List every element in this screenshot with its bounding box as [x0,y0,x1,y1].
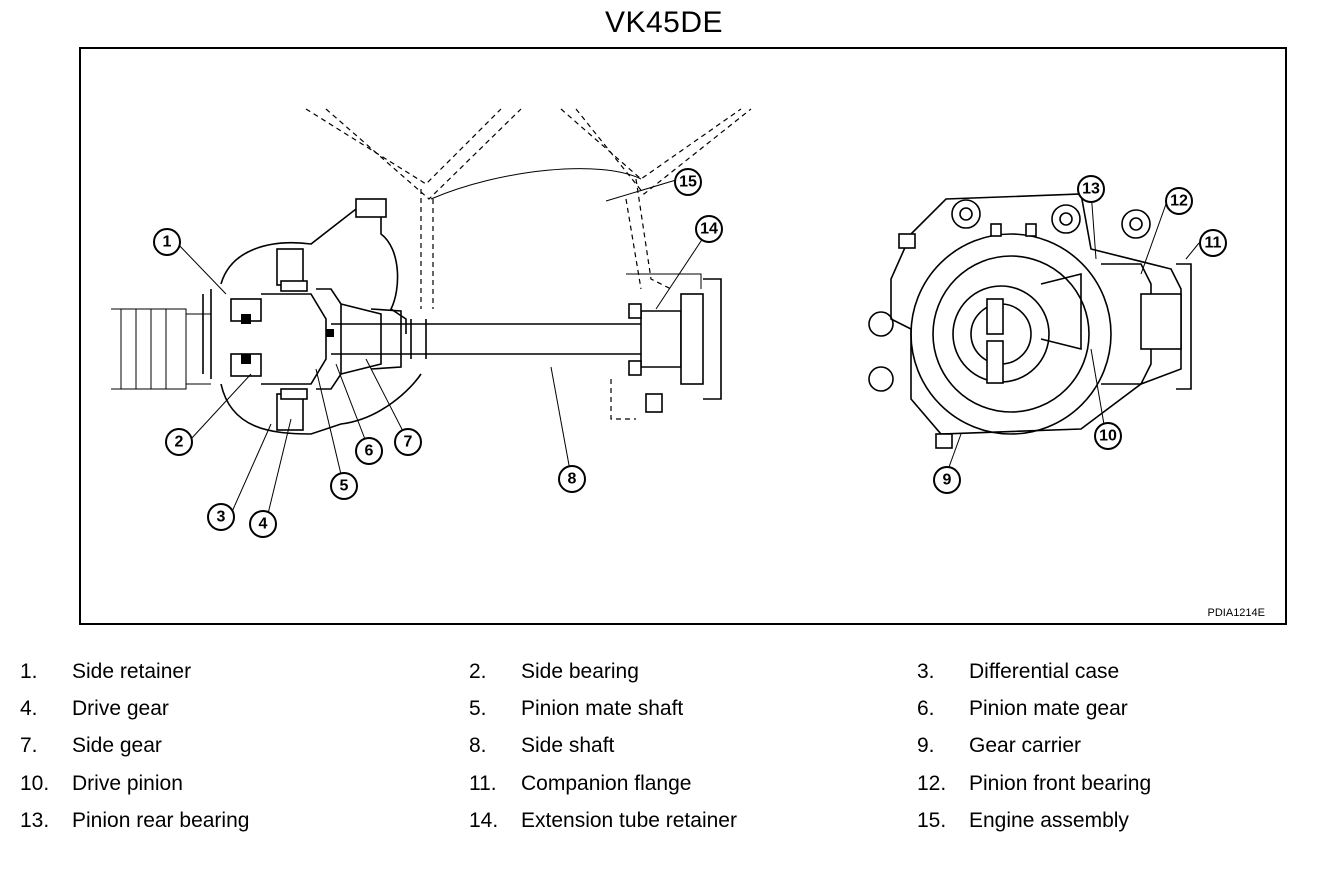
callout-14: 14 [695,215,723,243]
callout-4: 4 [249,510,277,538]
callout-2: 2 [165,428,193,456]
callout-7: 7 [394,428,422,456]
figure-reference: PDIA1214E [1207,607,1265,619]
callout-8: 8 [558,465,586,493]
callout-3: 3 [207,503,235,531]
svg-text:8: 8 [568,471,577,488]
callout-9: 9 [933,466,961,494]
differential-housing [111,198,422,435]
leader-lines [175,179,1200,523]
svg-text:12: 12 [1170,193,1188,210]
svg-text:3: 3 [217,509,226,526]
gear-carrier [868,193,1192,449]
differential-drawing: 1 2 3 4 5 6 7 8 9 10 11 12 13 14 15 [111,108,1227,538]
parts-legend: 1.Side retainer 2.Side bearing 3.Differe… [20,660,1152,832]
svg-text:2: 2 [175,434,184,451]
svg-text:5: 5 [340,478,349,495]
callout-11: 11 [1199,229,1227,257]
callout-5: 5 [330,472,358,500]
callout-10: 10 [1094,422,1122,450]
callout-12: 12 [1165,187,1193,215]
svg-text:15: 15 [679,174,697,191]
svg-text:7: 7 [404,434,413,451]
differential-gears [230,280,402,400]
svg-text:13: 13 [1082,181,1100,198]
diagram-frame: 1 2 3 4 5 6 7 8 9 10 11 12 13 14 15 PDIA… [79,47,1287,625]
svg-text:1: 1 [163,234,172,251]
callout-6: 6 [355,437,383,465]
diagram-title: VK45DE [604,6,724,39]
svg-text:11: 11 [1205,235,1222,252]
svg-text:10: 10 [1099,428,1117,445]
callout-13: 13 [1077,175,1105,203]
side-shaft [331,273,722,413]
svg-text:4: 4 [259,516,268,533]
callout-1: 1 [153,228,181,256]
svg-text:14: 14 [700,221,718,238]
callout-15: 15 [674,168,702,196]
svg-text:9: 9 [943,472,952,489]
svg-text:6: 6 [365,443,374,460]
